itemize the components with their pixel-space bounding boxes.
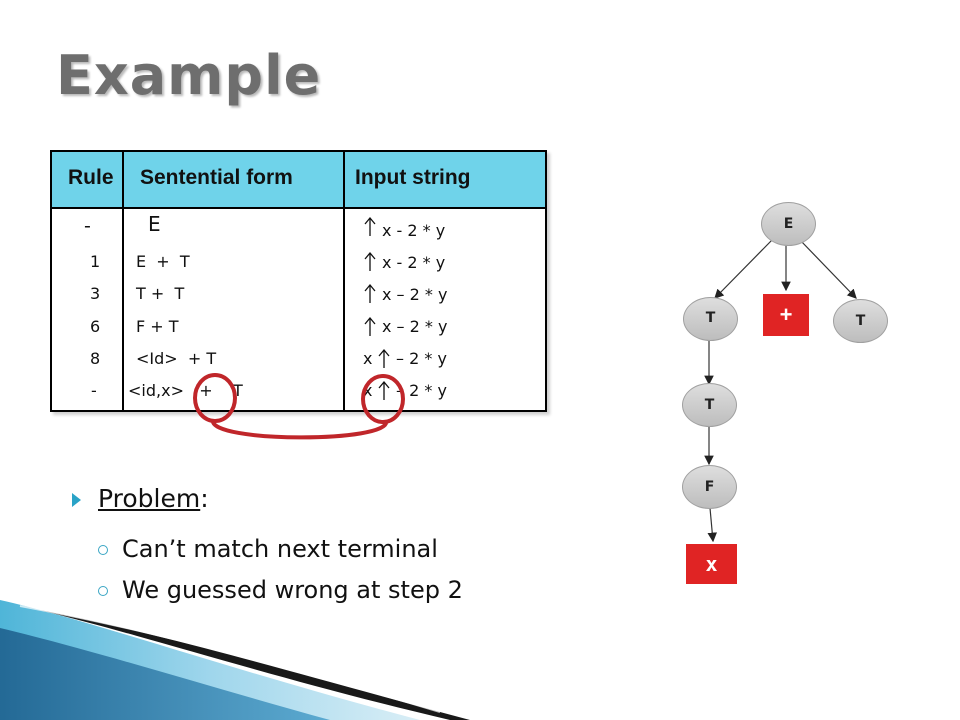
consumed-token: x xyxy=(363,381,373,400)
derivation-table: Rule Sentential form Input string - 1 3 … xyxy=(50,150,547,412)
rule-cell: 6 xyxy=(90,317,101,336)
rule-cell: - xyxy=(84,215,91,237)
rule-cell: - xyxy=(91,381,97,400)
bullet-arrow-icon xyxy=(72,493,81,507)
problem-item-text: We guessed wrong at step 2 xyxy=(122,576,463,604)
form-cell: <Id> + T xyxy=(136,349,217,368)
header-input-string: Input string xyxy=(355,166,471,189)
up-arrow-icon xyxy=(378,348,390,368)
form-cell: E xyxy=(148,212,161,236)
problem-item: We guessed wrong at step 2 xyxy=(98,576,463,604)
up-arrow-icon xyxy=(364,216,376,236)
rule-cell: 1 xyxy=(90,252,101,271)
form-cell: E + T xyxy=(136,252,190,271)
header-rule: Rule xyxy=(68,166,114,189)
up-arrow-icon xyxy=(364,283,376,303)
rule-cell: 3 xyxy=(90,284,101,303)
bullet-circle-icon xyxy=(98,545,108,555)
problem-colon: : xyxy=(200,484,209,513)
bullet-circle-icon xyxy=(98,586,108,596)
tree-node-x: x xyxy=(686,544,737,584)
tree-node-e: E xyxy=(761,202,816,246)
mismatch-connector xyxy=(211,419,388,440)
problem-heading: Problem: xyxy=(98,484,209,513)
up-arrow-icon xyxy=(364,316,376,336)
input-position-markers xyxy=(364,216,390,400)
mismatch-circle-form xyxy=(193,373,237,423)
input-cell: x – 2 * y xyxy=(382,317,448,336)
mismatch-circle-input xyxy=(361,374,405,424)
column-divider xyxy=(343,152,345,410)
decorative-swoosh xyxy=(0,600,470,720)
form-cell: <id,x> + T xyxy=(128,381,243,400)
tree-node-plus: + xyxy=(763,294,809,336)
header-sentential-form: Sentential form xyxy=(140,166,293,189)
problem-label: Problem xyxy=(98,484,201,513)
problem-item: Can’t match next terminal xyxy=(98,535,438,563)
tree-edge xyxy=(799,239,857,299)
form-cell: F + T xyxy=(136,317,179,336)
consumed-token: x xyxy=(363,349,373,368)
tree-node-t: T xyxy=(682,383,737,427)
table-header xyxy=(52,152,545,209)
tree-edge xyxy=(714,239,773,299)
slide-title: Example xyxy=(56,44,322,107)
tree-node-f: F xyxy=(682,465,737,509)
tree-node-t: T xyxy=(833,299,888,343)
tree-node-t: T xyxy=(683,297,738,341)
input-cell: x – 2 * y xyxy=(382,285,448,304)
tree-edge xyxy=(707,507,718,543)
form-cell: T + T xyxy=(136,284,185,303)
input-cell: x - 2 * y xyxy=(382,253,446,272)
up-arrow-icon xyxy=(378,380,390,400)
column-divider xyxy=(122,152,124,410)
problem-item-text: Can’t match next terminal xyxy=(122,535,438,563)
rule-cell: 8 xyxy=(90,349,101,368)
input-cell: x - 2 * y xyxy=(382,221,446,240)
up-arrow-icon xyxy=(364,251,376,271)
input-cell: – 2 * y xyxy=(396,349,447,368)
